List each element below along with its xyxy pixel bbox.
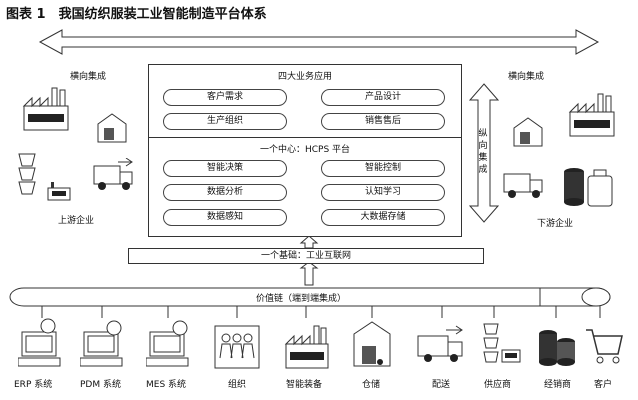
downstream-label: 下游企业 — [537, 219, 574, 229]
warehouse-icon — [97, 113, 127, 143]
warehouse-icon — [353, 321, 391, 367]
machine-icon — [47, 182, 71, 201]
hcps-center-title: 一个中心：HCPS 平台 — [259, 145, 351, 155]
truck-icon — [93, 158, 133, 190]
bottom-label-erp: ERP 系统 — [14, 380, 53, 390]
foundation-title: 一个基础：工业互联网 — [260, 251, 351, 261]
center-data-sensing: 数据感知 — [163, 209, 287, 226]
bottom-label-distributor: 经销商 — [544, 380, 572, 390]
center-data-analysis: 数据分析 — [163, 184, 287, 201]
left-horizontal-integration-label: 横向集成 — [70, 72, 107, 82]
truck-icon — [503, 173, 543, 198]
hcps-center-box: 一个中心：HCPS 平台 智能决策 智能控制 数据分析 认知学习 数据感知 大数… — [148, 137, 462, 237]
bottom-label-organization: 组织 — [228, 380, 247, 390]
app-sales-after-sales: 销售售后 — [321, 113, 445, 130]
figure-title: 图表 1 我国纺织服装工业智能制造平台体系 — [6, 7, 267, 22]
computer-icon — [80, 320, 123, 367]
bottom-label-delivery: 配送 — [432, 380, 451, 390]
warehouse-icon — [513, 117, 543, 147]
people-icon — [214, 325, 260, 369]
right-horizontal-integration-label: 横向集成 — [508, 72, 545, 82]
vertical-integration-label: 纵向集成 — [478, 129, 488, 175]
factory-icon — [22, 87, 69, 131]
bottom-label-customer: 客户 — [594, 380, 613, 390]
factory-icon — [568, 93, 615, 137]
value-chain-up-arrow — [299, 261, 319, 286]
center-intelligent-decision: 智能决策 — [163, 160, 287, 177]
coins-icon — [539, 330, 575, 366]
coins-icon — [564, 168, 613, 207]
cups-icon — [18, 153, 36, 195]
center-big-data-storage: 大数据存储 — [321, 209, 445, 226]
business-apps-box: 四大业务应用 客户需求 产品设计 生产组织 销售售后 — [148, 64, 462, 138]
bottom-label-warehouse: 仓储 — [362, 380, 381, 390]
app-customer-demand: 客户需求 — [163, 89, 287, 106]
foundation-box: 一个基础：工业互联网 — [128, 248, 484, 264]
value-chain-label: 价值链（端到端集成） — [256, 294, 347, 304]
bottom-label-smart-equipment: 智能装备 — [286, 380, 323, 390]
horizontal-arrow — [38, 29, 600, 55]
vertical-arrow — [468, 83, 500, 223]
app-product-design: 产品设计 — [321, 89, 445, 106]
upstream-label: 上游企业 — [58, 216, 95, 226]
cups-icon — [483, 323, 521, 363]
center-intelligent-control: 智能控制 — [321, 160, 445, 177]
center-cognitive-learning: 认知学习 — [321, 184, 445, 201]
up-arrow — [299, 235, 319, 249]
truck-icon — [417, 325, 463, 362]
bottom-label-pdm: PDM 系统 — [80, 380, 121, 390]
business-apps-title: 四大业务应用 — [277, 72, 332, 82]
app-production-organization: 生产组织 — [163, 113, 287, 130]
value-chain-tube — [9, 287, 611, 307]
computer-icon — [146, 320, 189, 367]
bottom-label-mes: MES 系统 — [146, 380, 187, 390]
bottom-label-supplier: 供应商 — [484, 380, 512, 390]
cart-icon — [586, 329, 623, 364]
smart-equipment-icon — [284, 325, 329, 369]
computer-icon — [18, 318, 61, 367]
